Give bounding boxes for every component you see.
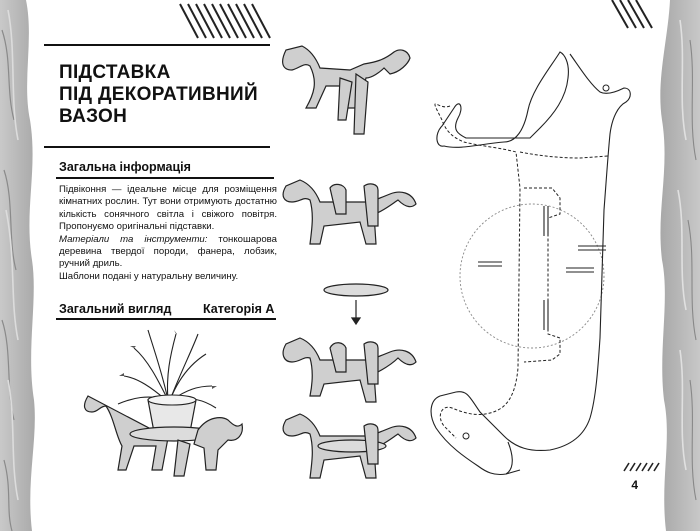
platform-circle-outline bbox=[459, 203, 605, 349]
assembly-steps-illustration bbox=[282, 45, 417, 479]
materials-text: тонкошарова деревина твердої породи, фан… bbox=[59, 233, 277, 270]
title-line-1: ПІДСТАВКА bbox=[59, 62, 171, 83]
general-info-text: Підвіконня — ідеальне місце для розміщен… bbox=[59, 184, 277, 283]
slot-top bbox=[543, 206, 549, 236]
general-info-heading: Загальна інформація bbox=[59, 160, 191, 174]
hatch-top-left bbox=[179, 3, 271, 39]
materials-paragraph: Матеріали та інструменти: тонкошарова де… bbox=[59, 234, 277, 271]
dog-outline-dashed bbox=[434, 103, 609, 439]
intro-paragraph: Підвіконня — ідеальне місце для розміщен… bbox=[59, 184, 277, 233]
assembly-step-4 bbox=[282, 413, 417, 479]
page-number: 4 bbox=[631, 478, 638, 492]
materials-label: Матеріали та інструменти: bbox=[59, 233, 208, 245]
title-line-2: ПІД ДЕКОРАТИВНИЙ bbox=[59, 84, 258, 105]
title-rule-bottom bbox=[44, 146, 270, 148]
cutting-template-diagram bbox=[430, 51, 631, 476]
slot-bottom bbox=[543, 300, 549, 330]
title-line-3: ВАЗОН bbox=[59, 106, 128, 127]
slot-right bbox=[566, 267, 594, 273]
templates-note: Шаблони подані у натуральну величину. bbox=[59, 270, 239, 282]
hatch-bottom-right bbox=[623, 462, 660, 472]
assembled-stand-illustration bbox=[83, 329, 243, 477]
wooden-dog-stand bbox=[83, 395, 243, 477]
general-view-heading: Загальний вигляд bbox=[59, 302, 172, 316]
page-title: ПІДСТАВКА ПІД ДЕКОРАТИВНИЙ ВАЗОН bbox=[59, 62, 289, 128]
title-rule-top bbox=[44, 44, 270, 46]
plant-leaves bbox=[117, 329, 217, 409]
assembly-step-3 bbox=[282, 283, 417, 403]
dog-outline-solid bbox=[430, 51, 631, 476]
general-view-rule bbox=[56, 318, 276, 320]
general-info-rule bbox=[56, 177, 274, 179]
eye-hole bbox=[602, 84, 610, 92]
category-label: Категорія А bbox=[203, 302, 275, 316]
slot-upper-right bbox=[578, 245, 606, 251]
nose-hole bbox=[462, 432, 470, 440]
assembly-step-2 bbox=[282, 179, 417, 245]
wood-texture-left bbox=[0, 0, 35, 531]
wood-texture-right bbox=[660, 0, 700, 531]
assembly-step-1 bbox=[282, 45, 411, 135]
hatch-top-right bbox=[611, 0, 653, 29]
slot-left bbox=[478, 261, 502, 267]
